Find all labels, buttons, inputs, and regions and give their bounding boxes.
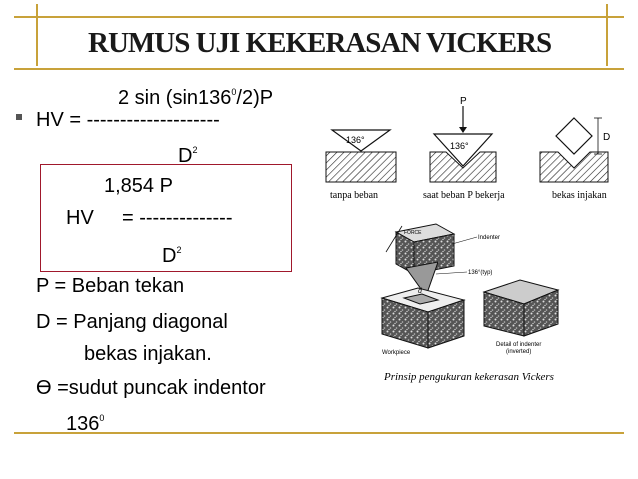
load-label: P xyxy=(460,96,467,107)
caption-no-load: tanpa beban xyxy=(330,190,379,201)
angle-typ-label: 136°(typ) xyxy=(468,270,492,276)
angle-label-2: 136° xyxy=(450,141,469,151)
load-arrow-head xyxy=(459,127,467,133)
indenter-leader xyxy=(451,236,478,245)
indenter-block-side xyxy=(413,233,455,275)
indentation-diagram: 136° P 136° D xyxy=(325,96,610,183)
indenter-1 xyxy=(330,129,392,152)
detail-label-2: (inverted) xyxy=(506,349,531,355)
vickers-principle-diagram: FORCE Indenter 136°(typ) d Workpiece Det… xyxy=(380,223,560,356)
formula1-lhs: HV = -------------------- xyxy=(36,109,220,131)
def-d-line1: D = Panjang diagonal xyxy=(36,311,228,333)
formula2-hv: HV xyxy=(66,207,94,229)
bottom-rule xyxy=(14,432,624,434)
figure2-caption: Prinsip pengukuran kekerasan Vickers xyxy=(384,371,554,383)
formula1-denominator: D2 xyxy=(178,145,198,167)
indenter-label: Indenter xyxy=(478,235,500,241)
detail-side xyxy=(523,289,559,337)
workpiece-side xyxy=(427,299,465,349)
force-label: FORCE xyxy=(404,230,422,236)
slide-title: RUMUS UJI KEKERASAN VICKERS xyxy=(88,27,552,59)
def-theta: Ɵ =sudut puncak indentor xyxy=(36,377,266,399)
workpiece-impression xyxy=(402,293,440,305)
caption-under-load: saat beban P bekerja xyxy=(423,190,505,201)
def-angle: 1360 xyxy=(66,413,105,435)
detail-label-1: Detail of indenter xyxy=(496,342,541,348)
diag-label: D xyxy=(603,132,610,143)
d-label: d xyxy=(418,288,423,295)
formula1-numerator: 2 sin (sin1360/2)P xyxy=(118,87,274,109)
title-underline xyxy=(14,68,624,70)
indenter-3 xyxy=(555,117,593,155)
formula2-box xyxy=(40,164,292,272)
specimen-block-1 xyxy=(325,151,397,183)
formula2-equals: = -------------- xyxy=(122,207,233,229)
specimen-block-3 xyxy=(539,151,609,183)
bullet-marker xyxy=(16,114,22,120)
top-rule xyxy=(14,16,624,18)
formula2-numerator: 1,854 P xyxy=(104,175,173,197)
def-p: P = Beban tekan xyxy=(36,275,185,297)
workpiece-label: Workpiece xyxy=(382,350,411,356)
angle-leader xyxy=(435,271,468,275)
indenter-tip xyxy=(405,261,439,298)
def-d-line2: bekas injakan. xyxy=(84,343,212,365)
angle-label-1: 136° xyxy=(346,135,365,145)
caption-impression: bekas injakan xyxy=(552,190,607,201)
indenter-2 xyxy=(432,133,494,167)
specimen-block-2 xyxy=(429,151,497,183)
force-leader xyxy=(385,225,403,253)
formula2-denominator: D2 xyxy=(162,245,182,267)
left-rule xyxy=(36,4,38,66)
right-rule xyxy=(606,4,608,66)
